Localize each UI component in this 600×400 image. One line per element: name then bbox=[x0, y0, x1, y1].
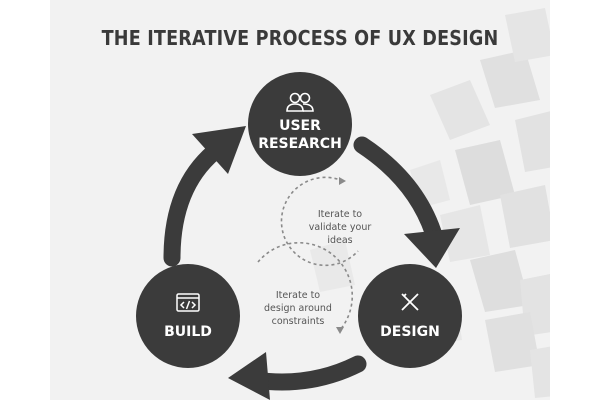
note-validate-line2: validate your bbox=[309, 222, 372, 233]
note-constraints: Iterate to design around constraints bbox=[264, 290, 332, 327]
node-design: DESIGN bbox=[358, 264, 462, 368]
page-title: THE ITERATIVE PROCESS OF UX DESIGN bbox=[101, 26, 499, 50]
note-constraints-line2: design around bbox=[264, 303, 332, 314]
users-icon bbox=[286, 92, 314, 112]
note-constraints-line3: constraints bbox=[272, 316, 325, 327]
constraints-loop-arrowhead bbox=[336, 327, 344, 334]
arrow-build-to-research bbox=[163, 126, 246, 267]
note-validate-line3: ideas bbox=[327, 235, 352, 246]
node-user-research: USER RESEARCH bbox=[248, 72, 352, 176]
node-research-label-line2: RESEARCH bbox=[258, 136, 342, 152]
node-build-label: BUILD bbox=[164, 324, 212, 340]
background-decoration bbox=[310, 8, 550, 398]
pencil-ruler-icon bbox=[401, 293, 419, 311]
node-design-label: DESIGN bbox=[380, 324, 440, 340]
infographic-panel bbox=[50, 0, 550, 400]
validate-loop-dashed-arrow bbox=[280, 176, 359, 267]
note-validate: Iterate to validate your ideas bbox=[309, 209, 372, 246]
note-constraints-line1: Iterate to bbox=[276, 290, 320, 301]
node-research-label-line1: USER bbox=[279, 118, 321, 134]
code-window-icon bbox=[176, 293, 200, 312]
note-validate-line1: Iterate to bbox=[318, 209, 362, 220]
arrow-research-to-design bbox=[353, 136, 460, 268]
arrow-design-to-build bbox=[228, 352, 367, 400]
validate-loop-arrowhead bbox=[339, 177, 346, 185]
node-build: BUILD bbox=[136, 264, 240, 368]
